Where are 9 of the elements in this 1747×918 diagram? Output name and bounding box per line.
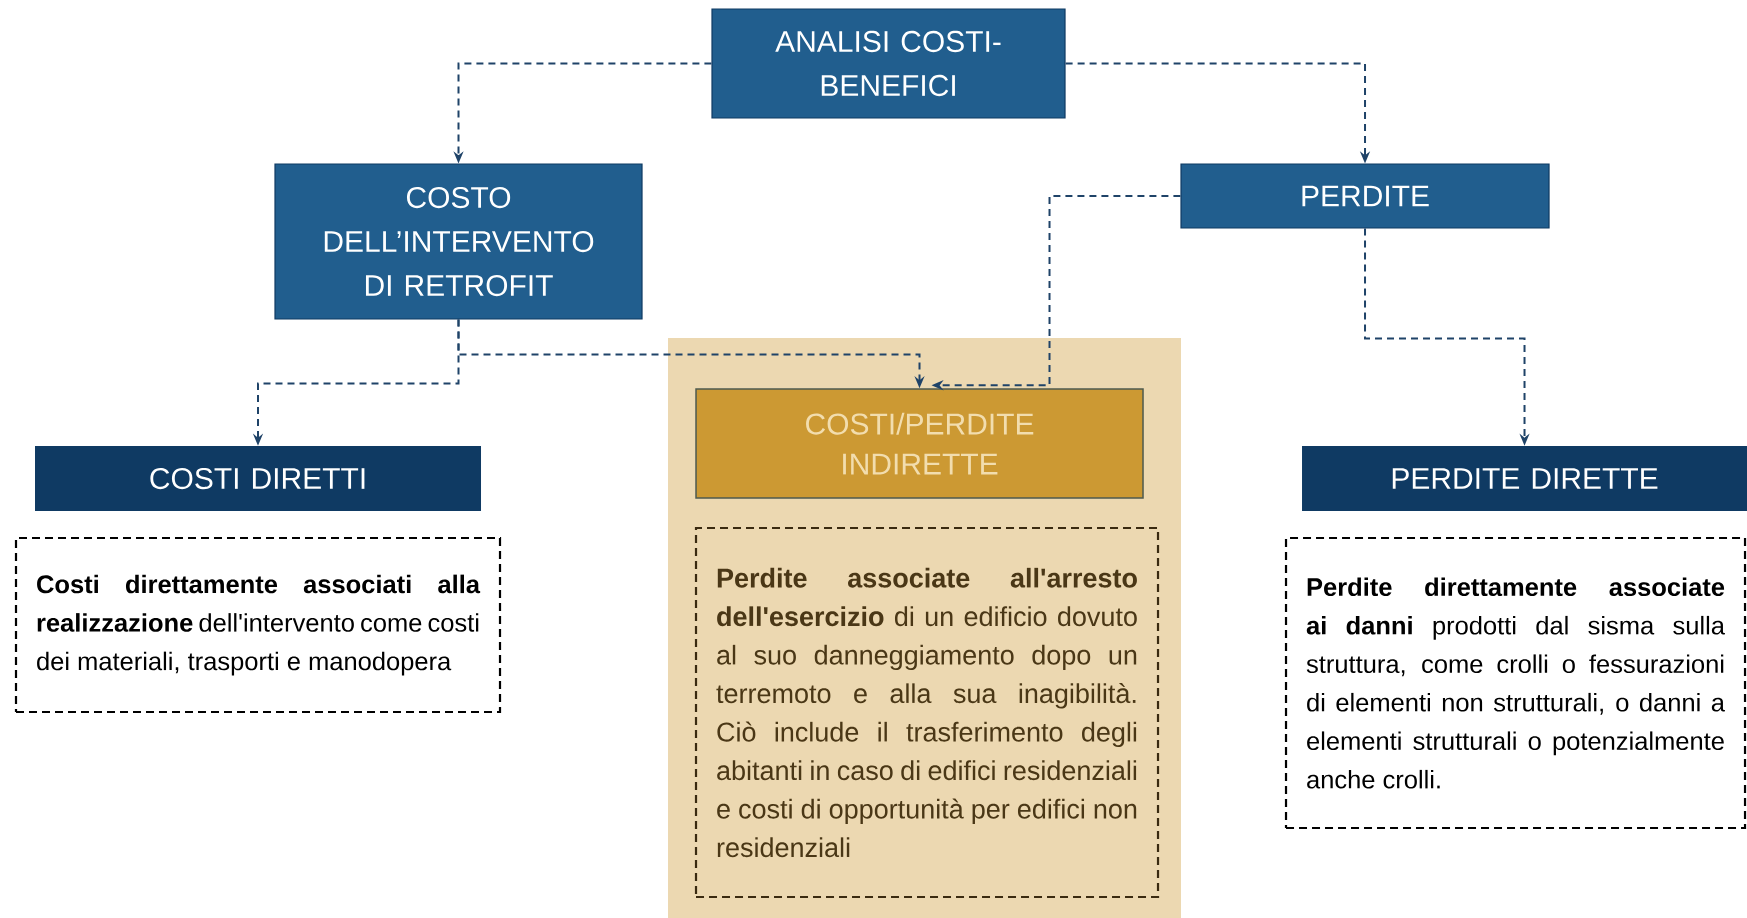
title-box: PERDITE: [1180, 163, 1550, 229]
category-box: COSTI/PERDITE INDIRETTE: [695, 388, 1144, 499]
title-box: ANALISI COSTI-BENEFICI: [711, 8, 1066, 119]
category-box: PERDITE DIRETTE: [1302, 446, 1747, 511]
category-box: COSTI DIRETTI: [35, 446, 481, 511]
description-box: Perdite direttamente associate ai danni prodotti dal sisma sulla struttura, come crolli o fessurazioni di elementi non strutturali, o danni a elementi strutturali o potenzialmente anche crolli.: [1284, 536, 1747, 830]
title-box: COSTO DELL’INTERVENTO DI RETROFIT: [274, 163, 643, 320]
description-box: Perdite associate all'arresto dell'esercizio di un edificio dovuto al suo danneggiamento dopo un terremoto e alla sua inagibilità. Ciò include il trasferimento degli abitanti in caso di edifici residenziali e costi di opportunità per edifici non residenziali: [694, 526, 1160, 899]
description-box: Costi direttamente associati alla realizzazione dell'intervento come costi dei materiali, trasporti e manodopera: [14, 536, 502, 714]
